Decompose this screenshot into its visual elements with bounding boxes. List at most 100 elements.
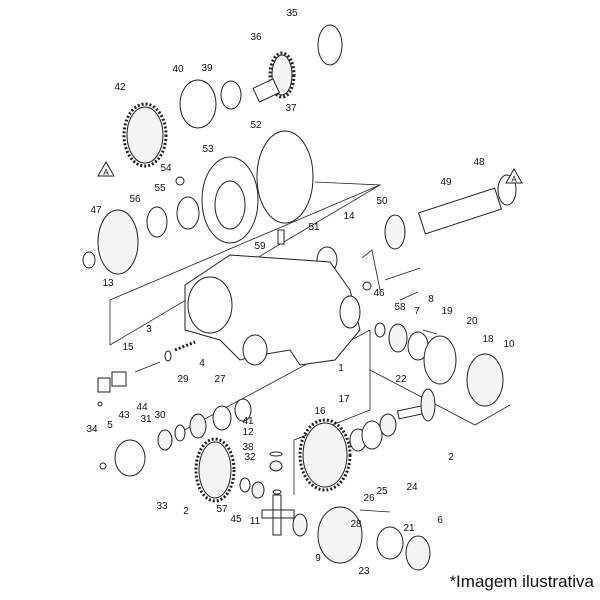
gear-12 [269, 460, 283, 472]
oring-58 [374, 322, 386, 338]
pinion-teeth-36 [268, 51, 296, 99]
label-53: 53 [202, 144, 214, 155]
label-31: 31 [140, 414, 152, 425]
label-23: 23 [358, 566, 370, 577]
flange-47 [97, 209, 139, 275]
label-4: 4 [199, 358, 205, 369]
nut-46 [362, 281, 372, 291]
label-20: 20 [466, 316, 478, 327]
cover-bore-53 [214, 180, 246, 230]
reference-triangle-left [97, 160, 115, 177]
bolt-19 [422, 329, 438, 335]
pinion-2 [420, 388, 436, 422]
label-30: 30 [154, 410, 166, 421]
label-2-pinion: 2 [448, 452, 454, 463]
cup-6 [405, 535, 431, 571]
ring-gear-teeth-2 [194, 437, 236, 503]
label-2-ring-gear: 2 [183, 506, 189, 517]
gasket-52 [256, 130, 314, 224]
label-21: 21 [403, 523, 415, 534]
washer-56 [146, 206, 168, 238]
gear-teeth-42 [122, 102, 168, 168]
label-16: 16 [314, 406, 326, 417]
bearing-24 [379, 413, 397, 437]
breather-59 [277, 229, 285, 245]
seal-55 [176, 196, 200, 230]
bearing-23 [376, 526, 404, 560]
shaft-49 [417, 187, 503, 235]
washer-41 [269, 451, 283, 457]
label-43: 43 [118, 410, 130, 421]
label-48: 48 [473, 157, 485, 168]
label-38: 38 [242, 442, 254, 453]
label-28: 28 [350, 519, 362, 530]
case-9 [317, 506, 363, 564]
label-36: 36 [250, 32, 262, 43]
label-59: 59 [254, 241, 266, 252]
cup-29 [212, 405, 232, 431]
label-11: 11 [250, 516, 261, 527]
label-55: 55 [154, 183, 166, 194]
label-42: 42 [114, 82, 126, 93]
cover-33 [114, 439, 146, 477]
bolt-21 [359, 509, 391, 513]
label-57: 57 [216, 504, 228, 515]
reference-label-a-left: A [103, 168, 109, 177]
spider-11 [261, 494, 295, 536]
label-8: 8 [428, 294, 434, 305]
pinion-gear-36 [271, 54, 293, 96]
label-13: 13 [102, 278, 114, 289]
label-40: 40 [172, 64, 184, 75]
gear-teeth-28 [298, 418, 352, 492]
bearing-31 [157, 429, 173, 451]
washer-57 [239, 477, 251, 493]
label-34: 34 [86, 424, 98, 435]
shaft-15 [134, 361, 161, 373]
yoke-10 [466, 353, 504, 407]
label-29: 29 [177, 374, 189, 385]
gear-42 [126, 106, 164, 164]
label-3: 3 [146, 324, 152, 335]
cover-43 [97, 377, 111, 393]
label-41: 41 [242, 416, 254, 427]
gear-45 [251, 481, 265, 499]
washer-3 [164, 350, 172, 362]
label-37: 37 [285, 103, 297, 114]
gear-7 [388, 323, 408, 353]
bearing-37 [252, 78, 281, 103]
label-49: 49 [440, 177, 452, 188]
side-gear [292, 513, 308, 537]
cup-25 [361, 420, 383, 450]
housing-flange [187, 276, 233, 334]
housing-bore [242, 334, 268, 366]
label-32: 32 [244, 452, 256, 463]
label-6: 6 [437, 515, 443, 526]
nut-13 [82, 251, 96, 269]
label-27: 27 [214, 374, 226, 385]
label-26: 26 [363, 493, 375, 504]
label-18: 18 [482, 334, 494, 345]
label-47: 47 [90, 205, 102, 216]
stud-pin [384, 267, 421, 281]
label-54: 54 [160, 163, 172, 174]
label-39: 39 [201, 63, 213, 74]
label-7: 7 [414, 306, 420, 317]
label-35: 35 [286, 8, 298, 19]
label-15: 15 [122, 342, 134, 353]
spacer-27 [234, 398, 252, 422]
label-45: 45 [230, 514, 242, 525]
label-14: 14 [343, 211, 355, 222]
bolt-54 [175, 176, 185, 186]
label-56: 56 [129, 194, 141, 205]
label-10: 10 [503, 339, 515, 350]
label-25: 25 [376, 486, 388, 497]
label-12: 12 [242, 427, 254, 438]
housing-boss [339, 295, 361, 329]
sleeve-50 [384, 214, 406, 250]
label-22: 22 [395, 374, 407, 385]
label-17: 17 [338, 394, 350, 405]
spring-4 [174, 340, 196, 352]
screw-5 [97, 401, 103, 407]
bolt-34 [99, 462, 107, 470]
